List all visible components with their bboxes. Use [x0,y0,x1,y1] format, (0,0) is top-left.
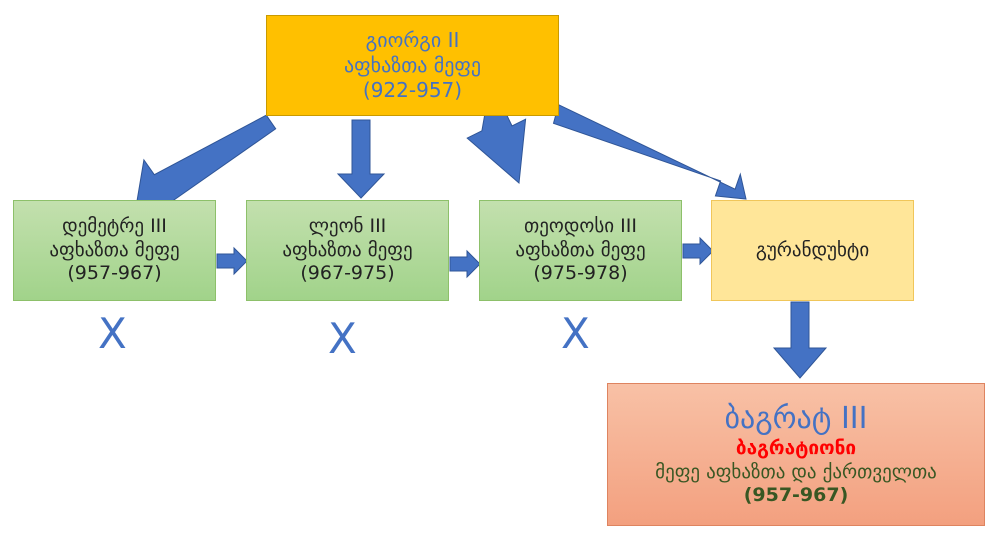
bagrat-years: (957-967) [743,484,849,507]
king-title: აფხაზთა მეფე [49,238,180,261]
king-years: (957-967) [67,262,162,285]
x-mark-teodosi: X [561,309,590,358]
king-name: ლეონ III [308,214,387,237]
king-name: თეოდოსი III [524,214,637,237]
bagrat-box: ბაგრატ III ბაგრატიონი მეფე აფხაზთა და ქა… [607,383,985,526]
bagrat-title: მეფე აფხაზთა და ქართველთა [655,460,937,483]
arrow-leon-to-teodosi [449,249,481,279]
arrow-root-to-gurandukht [552,103,747,200]
root-king-title: აფხაზთა მეფე [343,53,482,77]
x-mark-leon: X [328,314,357,363]
root-king-years: (922-957) [362,78,463,102]
arrow-gurandukht-to-bagrat [772,301,828,379]
arrow-teodosi-to-gurandukht [682,236,714,266]
arrow-demetre-to-leon [216,246,248,276]
king-box-leon: ლეონ III აფხაზთა მეფე (967-975) [246,200,449,301]
root-king-name: გიორგი II [365,28,460,52]
gurandukht-name: გურანდუხტი [755,238,870,261]
bagrat-name: ბაგრატ III [724,400,868,436]
king-years: (967-975) [300,262,395,285]
king-title: აფხაზთა მეფე [282,238,413,261]
arrow-root-to-leon [336,119,386,199]
gurandukht-box: გურანდუხტი [711,200,914,301]
x-mark-demetre: X [98,309,127,358]
king-name: დემეტრე III [62,214,167,237]
king-box-teodosi: თეოდოსი III აფხაზთა მეფე (975-978) [479,200,682,301]
root-king-box: გიორგი II აფხაზთა მეფე (922-957) [266,15,559,116]
king-years: (975-978) [533,262,628,285]
king-box-demetre: დემეტრე III აფხაზთა მეფე (957-967) [13,200,216,301]
king-title: აფხაზთა მეფე [515,238,646,261]
bagrat-dynasty: ბაგრატიონი [735,436,857,459]
